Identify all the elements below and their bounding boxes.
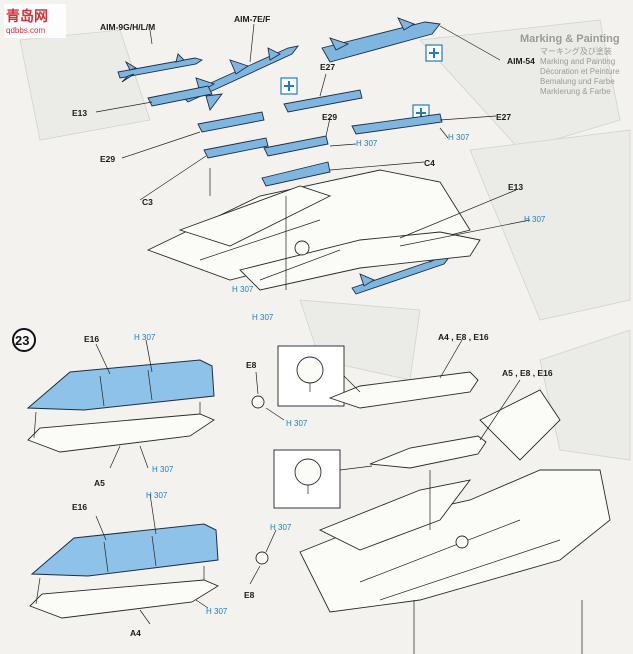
label-c4: C4 xyxy=(424,158,435,168)
svg-text:H 307: H 307 xyxy=(270,523,292,532)
label-e13: E13 xyxy=(72,108,87,118)
logo-text: 青岛网 xyxy=(6,8,48,24)
label-a5: A5 xyxy=(94,478,105,488)
svg-text:H 307: H 307 xyxy=(206,607,228,616)
svg-text:H 307: H 307 xyxy=(448,133,470,142)
label-e16: E16 xyxy=(84,334,99,344)
svg-text:H 307: H 307 xyxy=(146,491,168,500)
sidebar-line: マーキング及び塗装 xyxy=(540,46,612,56)
sidebar-line: Markierung & Farbe xyxy=(540,87,611,96)
detail-marker-icon xyxy=(280,44,443,122)
label-e13: E13 xyxy=(508,182,523,192)
sidebar-text: Marking & Painting マーキング及び塗装 Marking and… xyxy=(520,33,620,96)
label-e27: E27 xyxy=(496,112,511,122)
paint-code-h307: H 307 H 307 H 307 H 307 H 307 H 307 xyxy=(134,333,308,616)
fuel-tank-upper xyxy=(26,359,265,453)
step-number-badge: 23 xyxy=(12,328,36,352)
label-e8: E8 xyxy=(246,360,257,370)
svg-text:H 307: H 307 xyxy=(252,313,274,322)
label-a4: A4 xyxy=(130,628,141,638)
detail-circle-upper xyxy=(277,345,345,407)
sidebar-line: Bemalung und Farbe xyxy=(540,77,615,86)
paint-code-h307: H 307 H 307 H 307 xyxy=(356,133,546,224)
paint-code-h307: H 307 H 307 xyxy=(232,285,274,322)
leader-lines-callouts xyxy=(339,339,521,471)
aircraft-bottom-outline xyxy=(299,371,611,654)
label-aim54: AIM-54 xyxy=(507,56,535,66)
sidebar-line: Décoration et Peinture xyxy=(540,67,620,76)
svg-text:H 307: H 307 xyxy=(134,333,156,342)
label-aim7: AIM-7E/F xyxy=(234,14,270,24)
sidebar-heading: Marking & Painting xyxy=(520,33,620,45)
label-e8: E8 xyxy=(244,590,255,600)
svg-text:H 307: H 307 xyxy=(286,419,308,428)
site-logo: 青岛网 qdbbs.com xyxy=(4,4,66,38)
svg-text:H 307: H 307 xyxy=(152,465,174,474)
label-e29: E29 xyxy=(322,112,337,122)
svg-text:H 307: H 307 xyxy=(232,285,254,294)
fuel-tank-lower xyxy=(29,523,269,619)
leader-lines-top xyxy=(95,23,531,247)
label-c3: C3 xyxy=(142,197,153,207)
callout-a5-e8-e16: A5 , E8 , E16 xyxy=(502,368,553,378)
callout-a4-e8-e16: A4 , E8 , E16 xyxy=(438,332,489,342)
aim9-missile xyxy=(117,53,204,83)
label-aim9: AIM-9G/H/L/M xyxy=(100,22,155,32)
logo-url: qdbbs.com xyxy=(6,26,45,35)
svg-text:H 307: H 307 xyxy=(524,215,546,224)
aircraft-top-outline xyxy=(146,168,481,291)
sidebar-line: Marking and Painting xyxy=(540,57,615,66)
detail-circle-lower xyxy=(273,449,341,509)
label-e16: E16 xyxy=(72,502,87,512)
leader-lines-step23 xyxy=(95,339,285,625)
svg-text:H 307: H 307 xyxy=(356,139,378,148)
label-e27: E27 xyxy=(320,62,335,72)
step-number: 23 xyxy=(15,333,29,348)
aim54-missile xyxy=(321,17,441,63)
label-e29: E29 xyxy=(100,154,115,164)
